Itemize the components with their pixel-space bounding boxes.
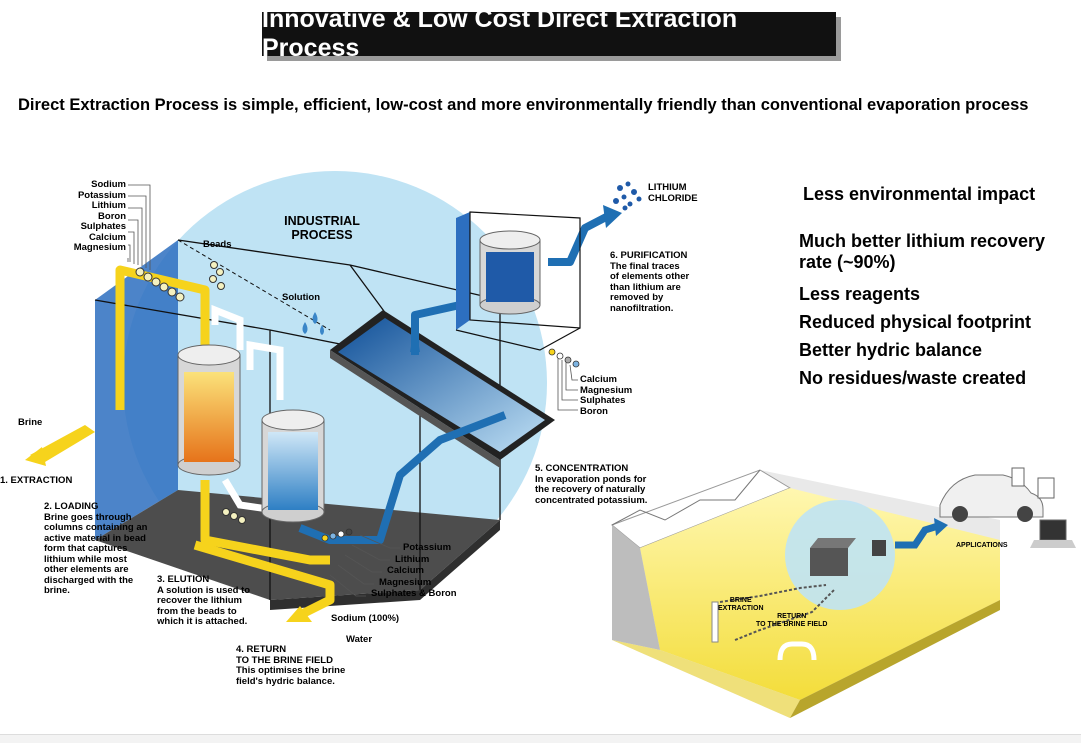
- benefit-item: Much better lithium recovery rate (~90%): [799, 231, 1046, 272]
- benefit-item: Less reagents: [799, 284, 921, 304]
- beads-on-pipe: [135, 261, 246, 524]
- beads-label: Beads: [203, 239, 232, 250]
- lithium-chloride-crystals: [613, 181, 642, 211]
- return-arrow: [286, 606, 312, 622]
- benefits-heading: Less environmental impact: [803, 184, 1036, 204]
- brine-field: [611, 469, 1000, 718]
- step-loading-label: 2. LOADING Brine goes through columns co…: [44, 501, 148, 596]
- step-return-label: 4. RETURN TO THE BRINE FIELD This optimi…: [236, 644, 346, 687]
- phone-icon: [1011, 467, 1025, 487]
- brine-pipe: [115, 265, 210, 410]
- element-label: Lithium: [395, 553, 430, 565]
- applications-label: APPLICATIONS: [956, 542, 1008, 549]
- purification-unit: [455, 211, 581, 351]
- solution-label: Solution: [282, 292, 320, 303]
- element-label: Magnesium: [379, 576, 432, 588]
- element-label: Sulphates: [80, 221, 126, 232]
- element-label: Sulphates: [580, 395, 626, 406]
- element-label: Boron: [580, 405, 608, 417]
- page-title: Innovative & Low Cost Direct Extraction …: [262, 5, 738, 62]
- brine-inlet-arrow: [30, 425, 95, 462]
- industrial-process-label: INDUSTRIAL PROCESS: [284, 214, 360, 242]
- input-elements-label: Sodium Potassium Lithium Boron Sulphates…: [40, 179, 126, 254]
- element-label: Sulphates & Boron: [371, 588, 457, 599]
- benefit-item: Reduced physical footprint: [799, 312, 1032, 332]
- elution-outputs-label: Potassium Lithium Calcium Magnesium Sulp…: [371, 542, 457, 600]
- element-label: Potassium: [403, 542, 452, 553]
- lithium-outflow-pipe: [548, 211, 612, 266]
- purification-removed-label: Calcium Magnesium Sulphates Boron: [580, 374, 633, 417]
- element-label: Potassium: [77, 189, 126, 201]
- title-banner: Innovative & Low Cost Direct Extraction …: [262, 5, 836, 62]
- sodium-label: Sodium (100%): [331, 613, 400, 624]
- benefit-item: No residues/waste created: [799, 368, 1027, 388]
- element-label: Lithium: [91, 200, 126, 211]
- element-label: Sodium: [91, 179, 126, 190]
- purification-dots: [548, 348, 580, 368]
- element-label: Calcium: [89, 231, 126, 243]
- water-label: Water: [346, 634, 373, 645]
- benefits-panel: Less environmental impact Much better li…: [799, 184, 1081, 392]
- step-elution-label: 3. ELUTION A solution is used to recover…: [157, 574, 251, 627]
- page-subtitle: Direct Extraction Process is simple, eff…: [18, 96, 1029, 114]
- element-label: Calcium: [580, 374, 617, 385]
- solution-drops: [302, 312, 324, 335]
- step-concentration-label: 5. CONCENTRATION In evaporation ponds fo…: [535, 463, 648, 506]
- loading-column: [177, 344, 241, 476]
- step-purification-label: 6. PURIFICATION The final traces of elem…: [610, 250, 690, 314]
- element-label: Calcium: [387, 565, 424, 576]
- element-label: Magnesium: [580, 384, 633, 396]
- brine-label: Brine: [18, 417, 43, 428]
- benefit-item: Better hydric balance: [799, 340, 983, 360]
- process-floor: [95, 490, 500, 600]
- tablet-icon: [1037, 477, 1055, 499]
- field-brine-extraction-label: BRINE EXTRACTION: [718, 597, 764, 612]
- step-extraction-label: 1. EXTRACTION: [0, 475, 73, 486]
- element-label: Boron: [98, 210, 126, 222]
- bottom-strip: [0, 734, 1081, 743]
- applications-icons: [939, 467, 1076, 548]
- lithium-chloride-label: LITHIUM CHLORIDE: [648, 182, 698, 204]
- field-return-label: RETURN TO THE BRINE FIELD: [756, 613, 828, 628]
- laptop-icon: [1039, 519, 1067, 541]
- elution-dots: [321, 528, 353, 542]
- element-label: Magnesium: [73, 242, 126, 253]
- elution-column: [261, 409, 325, 523]
